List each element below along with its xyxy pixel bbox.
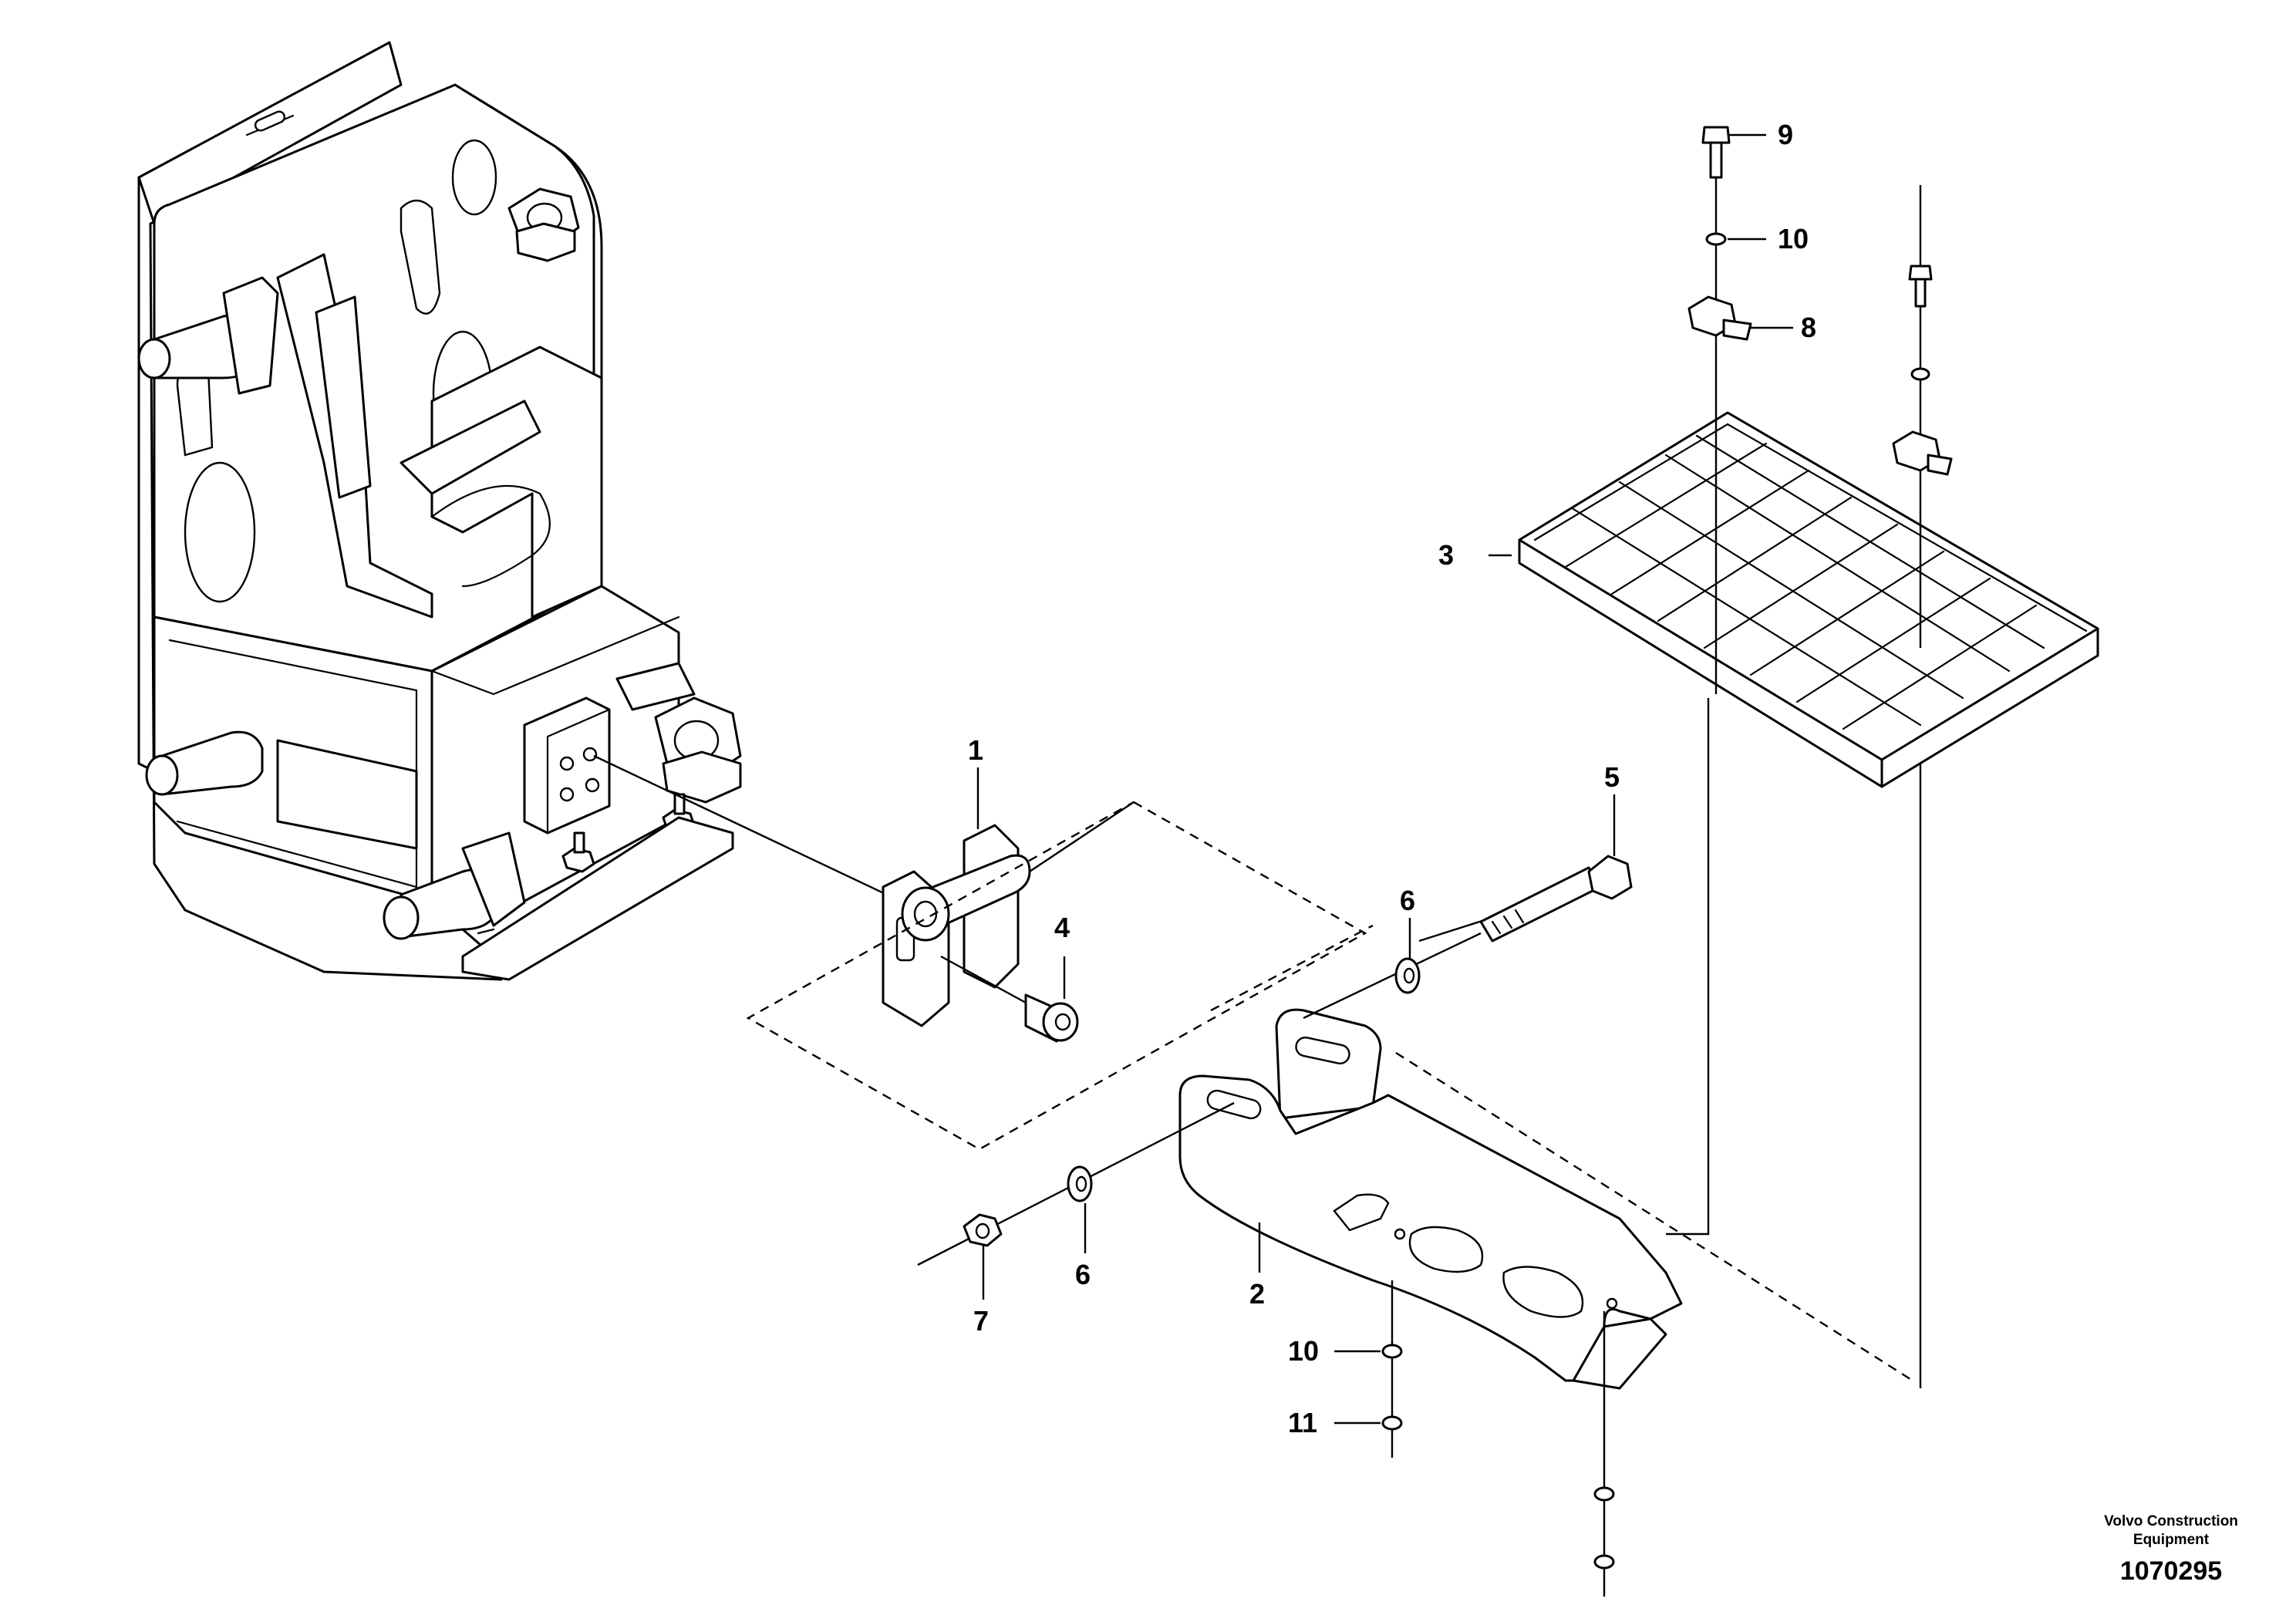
callout-6-lower: 6 xyxy=(1075,1259,1091,1290)
callout-11: 11 xyxy=(1288,1407,1317,1438)
bolt-part-9 xyxy=(1701,126,1766,179)
callout-3: 3 xyxy=(1438,539,1454,571)
bolt-second-set xyxy=(1892,265,1953,476)
step-bracket-part-2 xyxy=(1178,1008,1683,1390)
callout-10-upper: 10 xyxy=(1778,223,1809,255)
callout-10-lower: 10 xyxy=(1288,1335,1319,1367)
hinge-bracket-part-1 xyxy=(882,801,1135,1027)
callout-8: 8 xyxy=(1801,312,1816,343)
washer-part-6-upper xyxy=(1303,932,1482,1020)
document-number: 1070295 xyxy=(2120,1556,2222,1586)
callout-4: 4 xyxy=(1054,912,1070,943)
callout-5: 5 xyxy=(1604,761,1620,793)
nut-part-7-and-washer-part-6-lower xyxy=(917,1101,1235,1266)
callout-1: 1 xyxy=(968,734,983,766)
washers-parts-10-11-lower xyxy=(1334,1280,1403,1458)
cap-screw-part-4 xyxy=(940,955,1079,1043)
grating-step-part-3 xyxy=(1518,411,2099,788)
clip-part-8 xyxy=(1687,295,1793,341)
brand-line-2: Equipment xyxy=(2133,1532,2210,1548)
callout-7: 7 xyxy=(973,1305,989,1337)
machine-body xyxy=(137,41,742,981)
callout-2: 2 xyxy=(1249,1278,1265,1310)
washers-rear-lower xyxy=(1593,1311,1615,1597)
callout-6-upper: 6 xyxy=(1400,885,1415,916)
bolt-part-5 xyxy=(1418,855,1633,943)
callout-9: 9 xyxy=(1778,119,1793,150)
brand-line-1: Volvo Construction xyxy=(2104,1513,2238,1529)
washer-part-10-upper xyxy=(1705,232,1766,246)
